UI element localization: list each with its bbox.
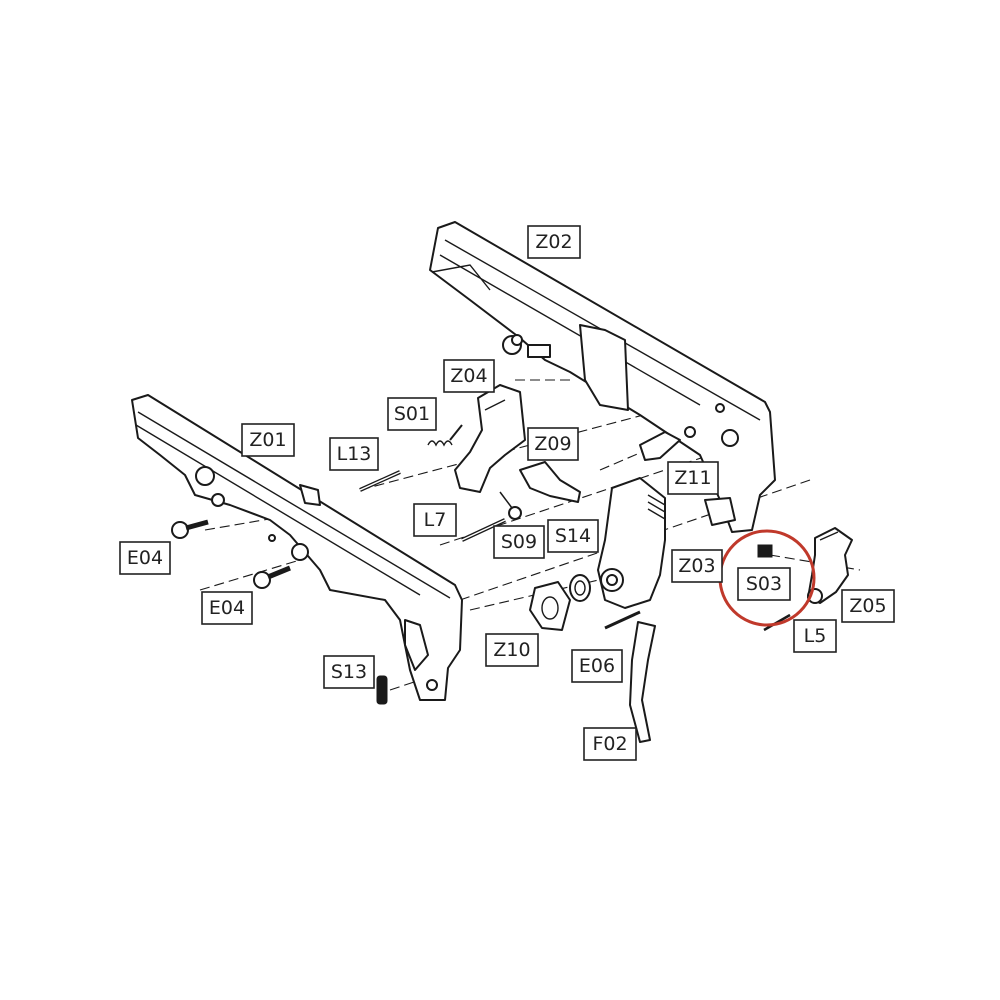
- label-z02: Z02: [527, 225, 581, 259]
- part-z10: [529, 581, 571, 631]
- svg-text:E06: E06: [579, 655, 615, 677]
- svg-text:Z04: Z04: [450, 365, 487, 387]
- svg-text:L13: L13: [337, 443, 372, 465]
- label-z09: Z09: [527, 427, 579, 461]
- frame-half-right-z02: [429, 221, 776, 533]
- label-z03: Z03: [671, 549, 723, 583]
- spring-s03: [757, 544, 773, 558]
- svg-text:Z05: Z05: [849, 595, 886, 617]
- pin-e06: [604, 610, 641, 630]
- label-z10: Z10: [485, 633, 539, 667]
- label-l13: L13: [329, 437, 379, 471]
- label-s09: S09: [493, 525, 545, 559]
- svg-text:S01: S01: [394, 403, 430, 425]
- screw-e04-lower: [253, 565, 291, 589]
- disconnector-z09: [519, 461, 581, 503]
- part-z11: [639, 426, 696, 461]
- svg-text:E04: E04: [127, 547, 163, 569]
- label-f02: F02: [583, 727, 637, 761]
- label-e04-lower: E04: [201, 591, 253, 625]
- label-l5: L5: [793, 619, 837, 653]
- pin-l7: [461, 518, 506, 542]
- svg-text:S09: S09: [501, 531, 537, 553]
- label-s01: S01: [387, 397, 437, 431]
- svg-text:Z02: Z02: [535, 231, 572, 253]
- trigger-z04: [454, 384, 526, 493]
- frame-half-left-z01: [131, 394, 463, 701]
- label-s03: S03: [737, 567, 791, 601]
- svg-text:E04: E04: [209, 597, 245, 619]
- svg-text:S13: S13: [331, 661, 367, 683]
- label-z11: Z11: [667, 461, 719, 495]
- spring-s13: [376, 675, 388, 705]
- spring-s01: [427, 424, 463, 447]
- hammer-z03: [597, 477, 666, 609]
- label-s14: S14: [547, 519, 599, 553]
- svg-text:Z01: Z01: [249, 429, 286, 451]
- svg-text:L5: L5: [804, 625, 827, 647]
- svg-text:Z10: Z10: [493, 639, 530, 661]
- label-e06: E06: [571, 649, 623, 683]
- pin-l13: [359, 470, 401, 492]
- svg-text:Z11: Z11: [674, 467, 711, 489]
- svg-text:S03: S03: [746, 573, 782, 595]
- svg-text:Z09: Z09: [534, 433, 571, 455]
- svg-text:Z03: Z03: [678, 555, 715, 577]
- label-e04-upper: E04: [119, 541, 171, 575]
- lever-f02: [629, 621, 656, 743]
- svg-text:L7: L7: [424, 509, 447, 531]
- spring-s14: [569, 574, 591, 602]
- label-z01: Z01: [241, 423, 295, 457]
- label-z05: Z05: [841, 589, 895, 623]
- label-z04: Z04: [443, 359, 495, 393]
- label-s13: S13: [323, 655, 375, 689]
- screw-e04-upper: [171, 519, 209, 539]
- svg-text:F02: F02: [592, 733, 627, 755]
- label-l7: L7: [413, 503, 457, 537]
- svg-text:S14: S14: [555, 525, 591, 547]
- spring-s09: [499, 491, 522, 520]
